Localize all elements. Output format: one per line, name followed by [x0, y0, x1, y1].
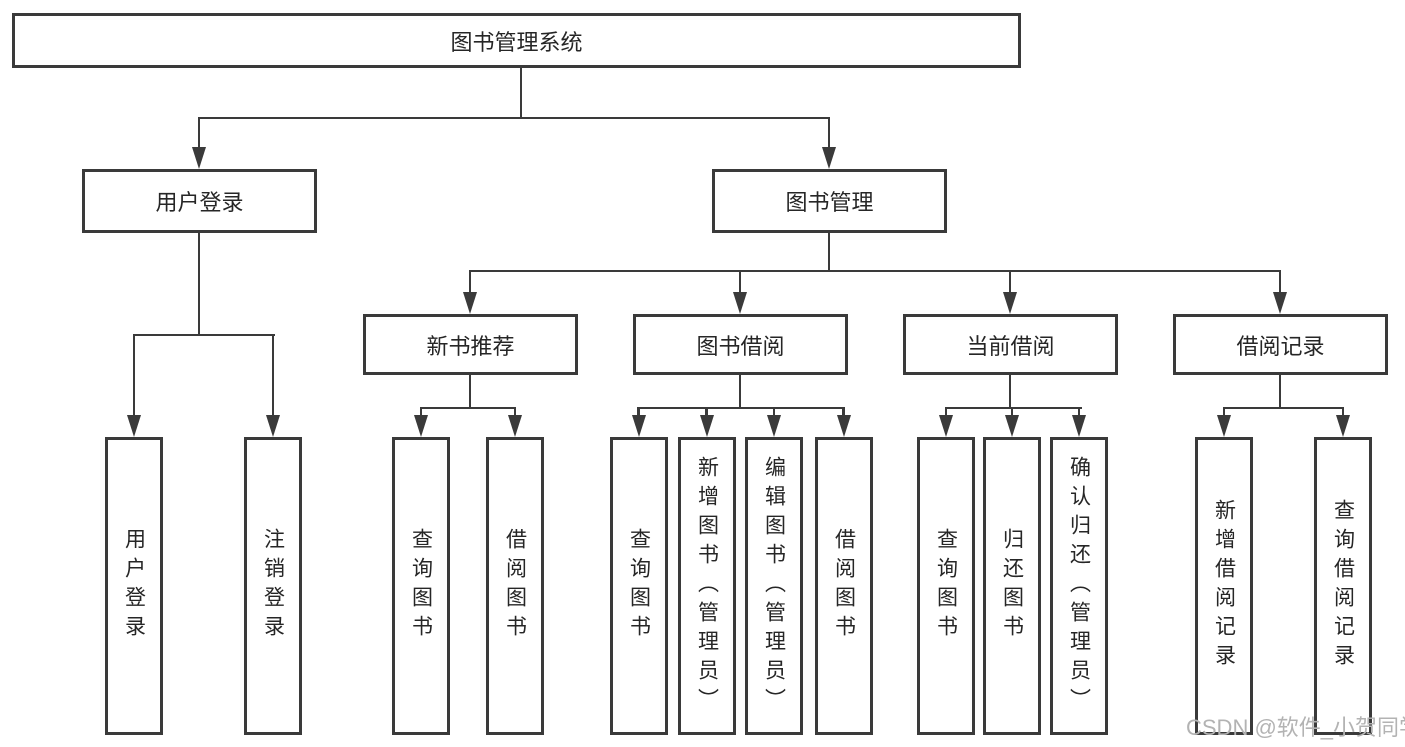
arrow-down-icon — [1336, 415, 1350, 437]
connector-to-leaf-login — [132, 335, 136, 417]
leaf-current-confirm-return-admin: 确认归还（管理员） — [1050, 437, 1108, 735]
arrow-down-icon — [700, 415, 714, 437]
node-current-borrow: 当前借阅 — [903, 314, 1118, 375]
arrow-down-icon — [837, 415, 851, 437]
arrow-down-icon — [1005, 415, 1019, 437]
connector-current-borrow-stub — [1008, 375, 1012, 408]
connector-to-leaf — [1077, 408, 1081, 417]
node-current-borrow-label: 当前借阅 — [966, 333, 1055, 359]
connector-book-borrow-branch — [637, 406, 845, 410]
leaf-current-confirm-return-admin-label: 确认归还（管理员） — [1067, 455, 1091, 717]
node-borrow-records: 借阅记录 — [1173, 314, 1388, 375]
arrow-down-icon — [1072, 415, 1086, 437]
connector-to-borrow-records — [1278, 271, 1282, 293]
arrow-down-icon — [508, 415, 522, 437]
arrow-down-icon — [822, 147, 836, 169]
watermark: CSDN @软件_小贺同学 — [1186, 715, 1405, 740]
arrow-down-icon — [733, 292, 747, 314]
node-user-login: 用户登录 — [82, 169, 317, 233]
connector-user-login-stub — [197, 233, 201, 335]
leaf-records-query-record: 查询借阅记录 — [1314, 437, 1372, 735]
node-library-system: 图书管理系统 — [12, 13, 1021, 68]
connector-borrow-records-stub — [1278, 375, 1282, 408]
node-book-borrow-label: 图书借阅 — [696, 333, 785, 359]
leaf-borrow-add-books-admin: 新增图书（管理员） — [678, 437, 736, 735]
connector-to-current-borrow — [1008, 271, 1012, 293]
leaf-borrow-borrow-books: 借阅图书 — [815, 437, 873, 735]
node-new-book-recommend: 新书推荐 — [363, 314, 578, 375]
connector-to-leaf — [1341, 408, 1345, 417]
node-library-system-label: 图书管理系统 — [450, 29, 583, 55]
leaf-current-return-books-label: 归还图书 — [1000, 528, 1024, 644]
connector-to-leaf — [1222, 408, 1226, 417]
leaf-user-login-label: 用户登录 — [122, 528, 146, 644]
connector-to-book-management — [827, 118, 831, 150]
leaf-newbook-query-books: 查询图书 — [392, 437, 450, 735]
arrow-down-icon — [266, 415, 280, 437]
connector-to-leaf — [772, 408, 776, 417]
leaf-logout-label: 注销登录 — [261, 528, 285, 644]
arrow-down-icon — [463, 292, 477, 314]
leaf-newbook-borrow-books: 借阅图书 — [486, 437, 544, 735]
arrow-down-icon — [414, 415, 428, 437]
connector-to-leaf-logout — [271, 335, 275, 417]
leaf-borrow-borrow-books-label: 借阅图书 — [832, 528, 856, 644]
connector-to-user-login — [197, 118, 201, 150]
connector-to-leaf — [842, 408, 845, 417]
leaf-records-add-record: 新增借阅记录 — [1195, 437, 1253, 735]
leaf-current-query-books: 查询图书 — [917, 437, 975, 735]
node-book-borrow: 图书借阅 — [633, 314, 848, 375]
connector-to-book-borrow — [738, 271, 742, 293]
leaf-borrow-edit-books-admin-label: 编辑图书（管理员） — [762, 455, 786, 717]
leaf-records-query-record-label: 查询借阅记录 — [1331, 499, 1355, 673]
arrow-down-icon — [1273, 292, 1287, 314]
node-book-management-label: 图书管理 — [785, 190, 874, 215]
leaf-borrow-add-books-admin-label: 新增图书（管理员） — [695, 455, 719, 717]
leaf-current-return-books: 归还图书 — [983, 437, 1041, 735]
leaf-user-login: 用户登录 — [105, 437, 163, 735]
connector-new-book-stub — [468, 375, 472, 408]
node-book-management: 图书管理 — [712, 169, 947, 233]
connector-to-leaf — [1010, 408, 1014, 417]
connector-book-mgmt-branch — [468, 269, 1282, 273]
arrow-down-icon — [767, 415, 781, 437]
connector-to-leaf — [944, 408, 948, 417]
connector-borrow-records-branch — [1222, 406, 1345, 410]
leaf-logout: 注销登录 — [244, 437, 302, 735]
connector-to-leaf — [513, 408, 517, 417]
leaf-borrow-edit-books-admin: 编辑图书（管理员） — [745, 437, 803, 735]
leaf-current-query-books-label: 查询图书 — [934, 528, 958, 644]
arrow-down-icon — [127, 415, 141, 437]
connector-to-leaf — [637, 408, 640, 417]
connector-user-login-branch — [132, 333, 275, 337]
connector-to-leaf — [705, 408, 708, 417]
leaf-newbook-query-books-label: 查询图书 — [409, 528, 433, 644]
connector-root-branch — [197, 116, 831, 120]
arrow-down-icon — [1217, 415, 1231, 437]
leaf-borrow-query-books-label: 查询图书 — [627, 528, 651, 644]
arrow-down-icon — [632, 415, 646, 437]
arrow-down-icon — [1003, 292, 1017, 314]
connector-to-new-book — [468, 271, 472, 293]
node-new-book-recommend-label: 新书推荐 — [426, 333, 515, 359]
connector-book-mgmt-stub — [827, 233, 831, 271]
arrow-down-icon — [939, 415, 953, 437]
leaf-records-add-record-label: 新增借阅记录 — [1212, 499, 1236, 673]
connector-to-leaf — [419, 408, 423, 417]
leaf-newbook-borrow-books-label: 借阅图书 — [503, 528, 527, 644]
leaf-borrow-query-books: 查询图书 — [610, 437, 668, 735]
connector-new-book-branch — [419, 406, 517, 410]
node-user-login-label: 用户登录 — [155, 190, 244, 215]
node-borrow-records-label: 借阅记录 — [1236, 333, 1325, 359]
connector-book-borrow-stub — [738, 375, 742, 408]
arrow-down-icon — [192, 147, 206, 169]
connector-root-stub — [519, 68, 523, 118]
